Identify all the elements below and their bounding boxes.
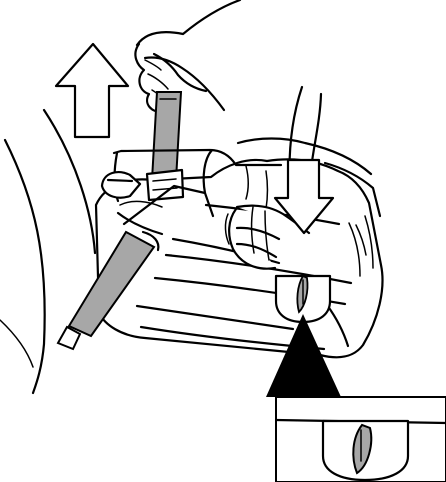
pressing-hand [224, 85, 323, 270]
up-arrow-icon [54, 42, 130, 139]
release-knob-icon [274, 274, 332, 324]
belt-adjuster [100, 168, 185, 202]
upper-hand [134, 0, 242, 114]
upper-strap [150, 91, 183, 181]
pointer-triangle-icon [266, 314, 341, 397]
zoom-inset [274, 396, 446, 482]
seat-belt-strap-end [56, 325, 82, 351]
left-lower-contour [0, 319, 34, 368]
seat-belt-strap [67, 230, 156, 338]
left-contour [3, 138, 46, 395]
down-arrow-icon [273, 158, 335, 235]
left-contour-inner [42, 108, 97, 255]
